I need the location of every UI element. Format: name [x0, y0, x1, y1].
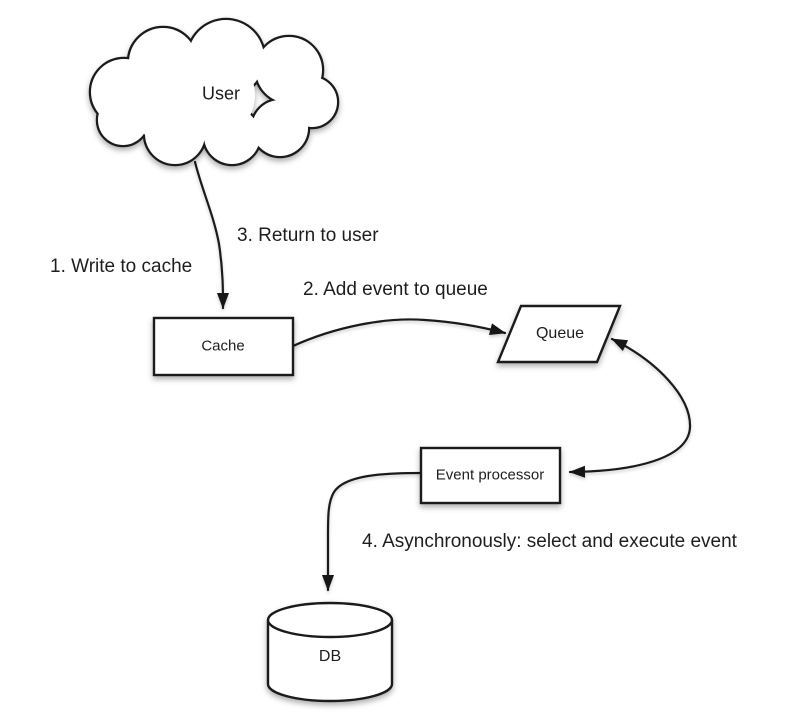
user-cloud-shape — [88, 17, 340, 167]
edge-cache-to-queue — [291, 318, 507, 348]
edge-user-to-cache — [193, 160, 229, 310]
edge-processor-to-db — [322, 471, 423, 592]
queue-parallelogram-shape — [496, 304, 622, 364]
event-processor-node-label: Event processor — [435, 466, 545, 484]
step1-write-to-cache-label: 1. Write to cache — [50, 256, 193, 277]
step4-async-select-execute-label: 4. Asynchronously: select and execute ev… — [362, 531, 737, 552]
db-cylinder-shape — [266, 601, 394, 703]
cache-node-label: Cache — [201, 337, 245, 355]
event-processor-box-shape — [419, 446, 562, 505]
user-node-label: User — [201, 83, 241, 104]
step3-return-to-user-label: 3. Return to user — [237, 225, 379, 246]
cache-box-shape — [152, 316, 295, 377]
step2-add-event-to-queue-label: 2. Add event to queue — [303, 279, 488, 300]
db-node-label: DB — [318, 648, 342, 665]
edge-queue-processor-double-arrow — [568, 337, 692, 478]
queue-node-label: Queue — [535, 325, 585, 342]
